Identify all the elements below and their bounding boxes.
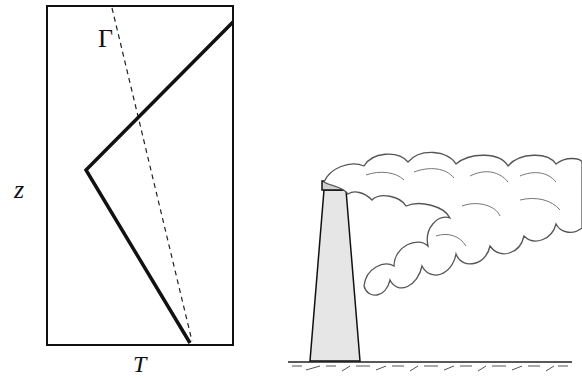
lapse-rate-symbol: Γ — [98, 26, 113, 52]
smokestack — [310, 190, 360, 361]
ground-hatch — [292, 366, 568, 371]
axis-label: z — [14, 177, 24, 203]
smoke-plume — [324, 152, 582, 295]
temperature-profile — [86, 22, 233, 343]
axis-label: T — [133, 352, 146, 376]
plot-frame — [47, 6, 233, 345]
adiabatic-line — [112, 8, 192, 341]
plume-texture — [366, 169, 560, 246]
